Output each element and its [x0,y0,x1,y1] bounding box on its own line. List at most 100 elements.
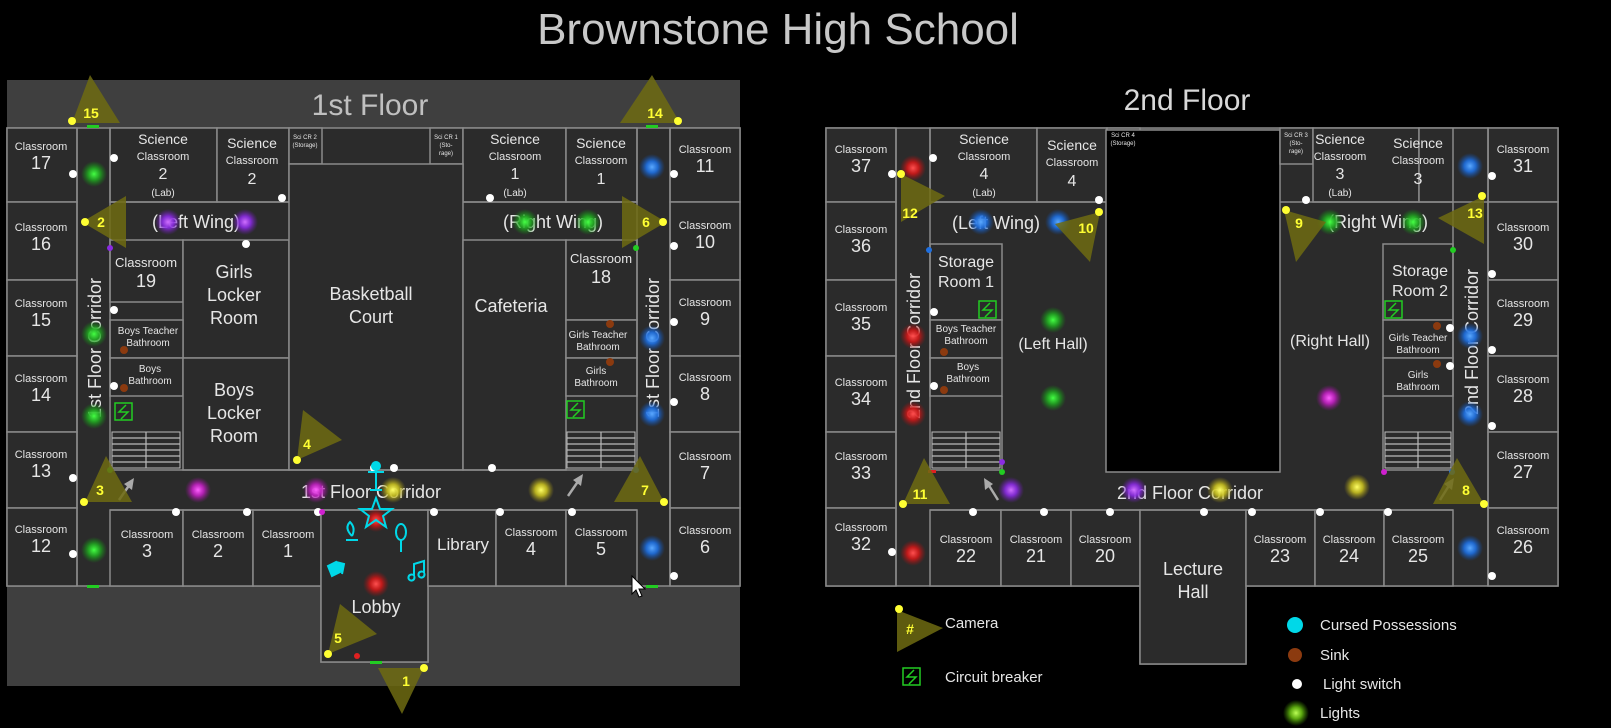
room-label-c21-1: Classroom [1010,534,1063,546]
light [639,535,665,561]
camera-label: 1 [402,673,410,689]
light-switch [1488,172,1496,180]
circuit-breaker-icon [566,400,585,419]
room-label-boysbath2-2: Bathroom [946,374,989,385]
light-switch [488,464,496,472]
light [1207,477,1233,503]
room-label-c35-1: Classroom [835,302,888,314]
light-switch [1488,572,1496,580]
room-label-basketball-1: Basketball [329,284,412,304]
light-switch [110,306,118,314]
room-label-c22-1: Classroom [940,534,993,546]
area-left-hall-2: (Left Hall) [1018,336,1087,353]
light [528,477,554,503]
light [1457,535,1483,561]
room-label-sci1lab-2: Classroom [489,151,542,163]
room-label-c4-1: Classroom [505,527,558,539]
camera-icon: 9 [1282,206,1326,262]
room-label-c32-2: 32 [851,534,871,554]
room-label-c16-1: Classroom [15,222,68,234]
room-label-sci3-1: Science [1393,135,1443,151]
room-label-girlsbath-2: Bathroom [574,378,617,389]
svg-text:Sci CR 1(Sto-rage): Sci CR 1(Sto-rage) [434,135,458,157]
room-classroom-20 [1070,509,1141,587]
floor-1-cameras: 15 14 2 6 4 3 7 5 1 [68,75,682,714]
room-science-3-lab [1312,127,1420,203]
room-classroom-24 [1314,509,1385,587]
room-label-c18-2: 18 [591,267,611,287]
svg-text:Sci CR 3(Sto-rage): Sci CR 3(Sto-rage) [1284,133,1308,155]
light [512,209,538,235]
light [998,477,1024,503]
room-classroom-32 [825,507,897,587]
room-label-sci4-1: Science [1047,137,1097,153]
room-classroom-10 [669,201,741,281]
light-switch [568,508,576,516]
legend-camera-symbol: # [906,621,914,637]
light [900,323,926,349]
light [1457,401,1483,427]
light [968,209,994,235]
room-label-c26-2: 26 [1513,537,1533,557]
stairs-left-2 [931,431,1001,469]
cursed-crucifix-head [371,461,381,471]
floor-2-walls [895,128,1489,586]
light-switch [888,548,896,556]
room-cafeteria [462,239,567,471]
room-girls-bathroom-2 [1382,357,1454,397]
room-label-c3-2: 3 [142,541,152,561]
floor-1-title: 1st Floor [312,89,429,122]
room-label-c23-1: Classroom [1254,534,1307,546]
room-classroom-6 [669,507,741,587]
camera-icon: 2 [81,196,126,248]
room-label-girlsbath2-2: Bathroom [1396,382,1439,393]
room-label-c24-2: 24 [1339,546,1359,566]
light [1121,477,1147,503]
light-switch [1040,508,1048,516]
room-label-boyslocker-3: Room [210,426,258,446]
room-classroom-13 [6,431,78,509]
room-label-sci2-2: Classroom [226,155,279,167]
room-classroom-8 [669,355,741,433]
light-switch [1302,196,1310,204]
room-label-c5-1: Classroom [575,527,628,539]
light-switch [430,508,438,516]
room-label-sci4lab-4: (Lab) [972,188,995,199]
room-classroom-36 [825,201,897,281]
room-label-sci2lab-2: Classroom [137,151,190,163]
light [1457,153,1483,179]
circuit-breaker-icon [114,402,133,421]
light-switch [243,508,251,516]
light-switch [1095,196,1103,204]
light-switch [670,572,678,580]
light [363,571,389,597]
room-label-storage2-1: Storage [1392,263,1448,280]
room-label-sci2-3: 2 [248,171,257,188]
light [639,325,665,351]
light [900,401,926,427]
room-label-sci2-1: Science [227,135,277,151]
room-label-scicr3-3: rage) [1289,149,1303,155]
area-right-hall-2: (Right Hall) [1290,333,1370,350]
floor-2-atrium [1105,129,1281,473]
stairs-right-2 [1384,431,1452,469]
light [575,209,601,235]
room-label-boysbath-2: Bathroom [128,376,171,387]
room-label-sci3-2: Classroom [1392,155,1445,167]
room-label-c36-2: 36 [851,236,871,256]
light [155,209,181,235]
room-classroom-28 [1487,355,1559,433]
